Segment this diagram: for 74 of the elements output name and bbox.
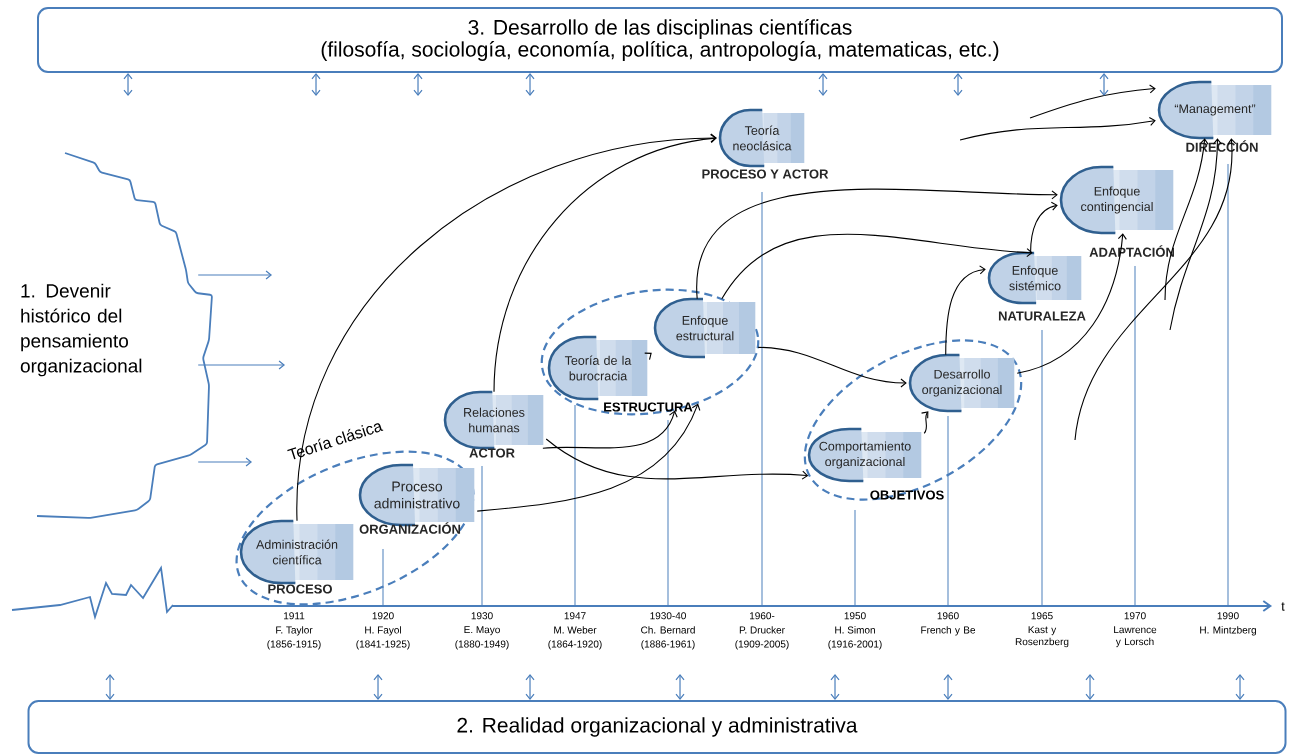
category-label: NATURALEZA: [998, 311, 1086, 321]
arrow: [525, 73, 535, 96]
timeline-label: 1911: [284, 612, 305, 620]
arrow: [959, 116, 1156, 141]
arrow: [1029, 84, 1156, 119]
timeline-label: Ch. Bernard: [641, 626, 695, 634]
arrow: [197, 270, 272, 280]
timeline-label: F. Taylor: [276, 626, 313, 636]
timeline-label: P. Drucker: [739, 626, 785, 634]
arrow: [1099, 73, 1109, 96]
group-label: Teoría clásica: [287, 423, 384, 460]
timeline-label: (1864-1920): [548, 640, 602, 650]
arrow: [1030, 201, 1058, 254]
timeline-label: 1960-: [750, 612, 775, 620]
timeline-label: (1841-1925): [356, 640, 410, 650]
arrow: [945, 265, 986, 356]
timeline-label: 1990: [1217, 612, 1239, 620]
timeline-label: Kast y Rosenzberg: [1015, 626, 1069, 648]
timeline-label: 1965: [1031, 612, 1053, 620]
arrow: [1016, 233, 1127, 374]
arrow: [721, 233, 1033, 300]
arrow: [296, 133, 717, 522]
arrow: [545, 438, 809, 480]
arrow: [1074, 138, 1237, 441]
timeline-label: M. Weber: [554, 626, 597, 634]
arrow: [493, 133, 717, 393]
arrow: [123, 73, 133, 96]
arrow: [696, 188, 1058, 300]
timeline-label: 1930-40: [650, 612, 686, 620]
timeline-label: (1909-2005): [735, 640, 789, 650]
arrow: [373, 674, 383, 700]
banner-box: 2. Realidad organizacional y administrativa: [27, 700, 1287, 754]
timeline-label: (1916-2001): [828, 640, 882, 650]
arrow: [757, 346, 907, 388]
arrow: [818, 73, 828, 96]
arrow: [525, 674, 535, 700]
timeline-label: 1947: [564, 612, 586, 620]
arrow: [311, 73, 321, 96]
timeline-label: (1880-1949): [455, 640, 509, 650]
category-label: PROCESO Y ACTOR: [702, 169, 829, 179]
category-label: ACTOR: [469, 448, 515, 458]
arrow: [105, 674, 115, 700]
arrow: [675, 674, 685, 700]
arrow: [1164, 138, 1209, 301]
side-text: 1. Devenir histórico del pensamiento organizacional: [20, 283, 142, 377]
category-label: PROCESO: [268, 584, 332, 594]
timeline-label: H. Mintzberg: [1200, 626, 1256, 636]
arrow: [921, 411, 929, 434]
banner-box: 3. Desarrollo de las disciplinas científicas (filosofía, sociología, economía, política, antropología, matematicas, etc.): [37, 7, 1283, 73]
arrow: [413, 73, 423, 96]
arrow: [476, 403, 701, 512]
arrow: [197, 457, 252, 467]
timeline-label: French y Be: [921, 626, 976, 636]
arrow: [197, 360, 285, 370]
timeline-label: 1930: [471, 612, 493, 620]
timeline-label: H. Fayol: [365, 626, 401, 636]
timeline-label: E. Mayo: [464, 626, 500, 636]
timeline-label: 1950: [844, 612, 866, 620]
arrow: [953, 73, 963, 96]
timeline-label: (1886-1961): [641, 640, 695, 650]
group-label: ESTRUCTURA: [604, 402, 693, 412]
arrow: [1169, 138, 1222, 331]
arrow: [943, 674, 953, 700]
timeline-label: Lawrence y Lorsch: [1114, 626, 1157, 648]
arrow: [830, 674, 840, 700]
arrow: [1235, 674, 1245, 700]
timeline-label: 1970: [1124, 612, 1146, 620]
timeline-label: 1920: [372, 612, 394, 620]
arrow: [542, 410, 678, 449]
axis-label: t: [1281, 602, 1285, 611]
timeline-label: (1856-1915): [267, 640, 321, 650]
arrow: [1085, 674, 1095, 700]
timeline-label: 1960: [937, 612, 959, 620]
timeline-label: H. Simon: [835, 626, 875, 634]
